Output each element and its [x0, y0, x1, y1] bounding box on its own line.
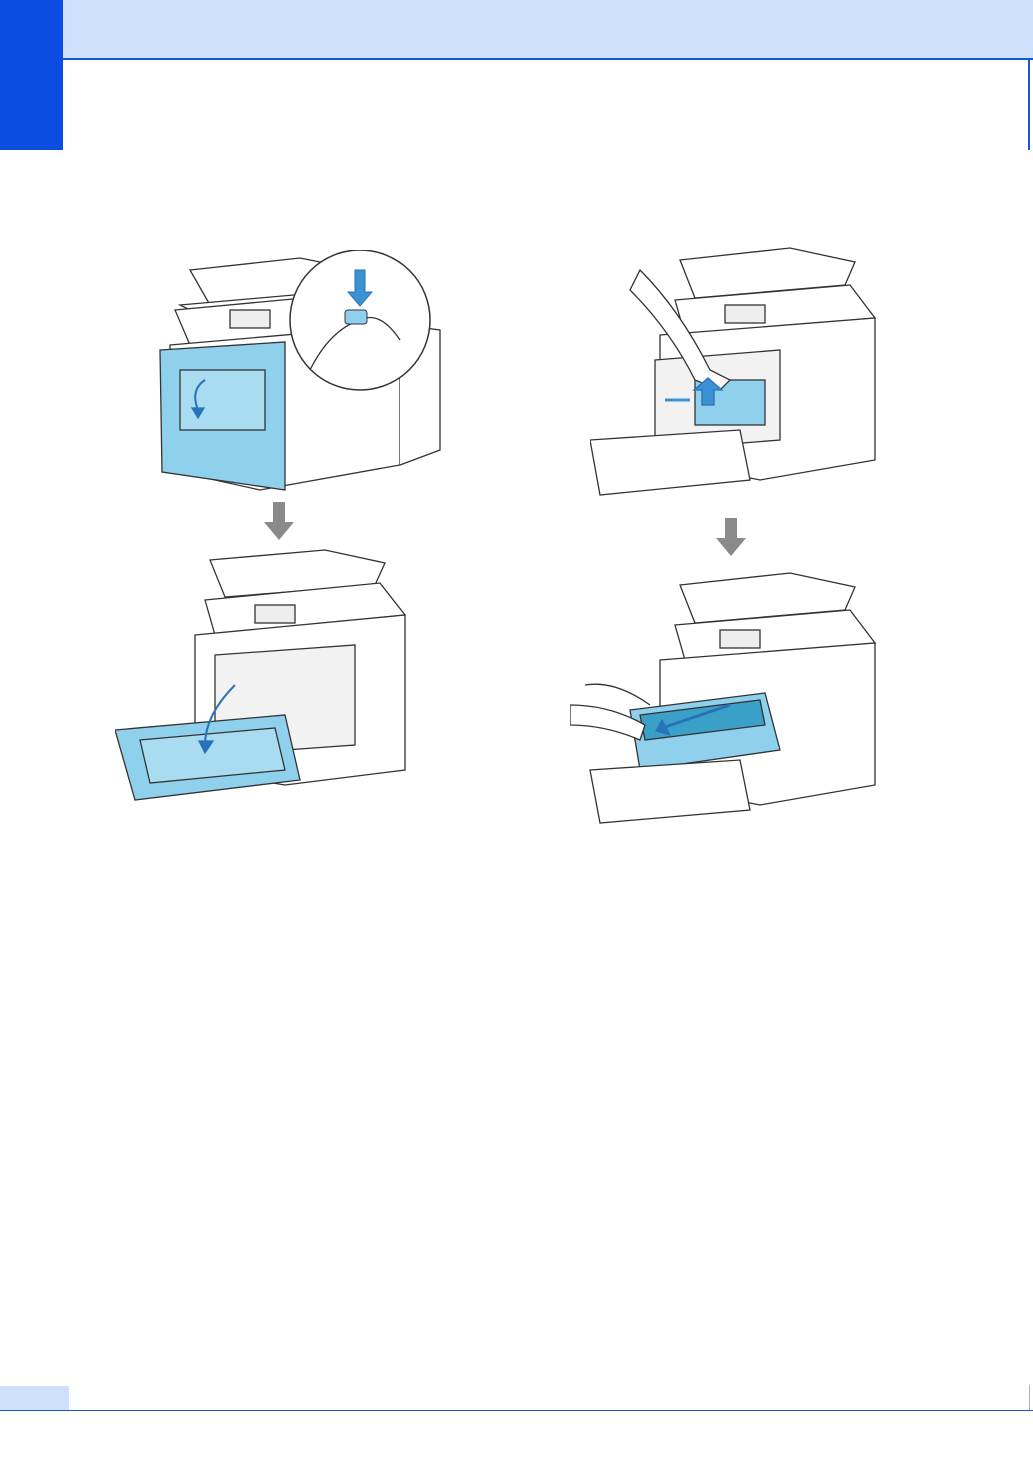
footer-right-rule [1029, 1385, 1030, 1410]
illustration-open-front-cover [150, 250, 450, 500]
illustration-pull-out-drum [570, 565, 895, 830]
header-band [63, 0, 1033, 58]
page-number [0, 1386, 69, 1410]
step-arrow-right [716, 518, 746, 556]
footer-rule [0, 1410, 1033, 1411]
chapter-tab [0, 0, 63, 150]
illustration-front-cover-open [115, 545, 415, 810]
illustration-lift-lever [590, 240, 890, 505]
header-rule [63, 58, 1033, 60]
step-arrow-left [264, 502, 294, 540]
header-right-rule [1028, 60, 1030, 150]
